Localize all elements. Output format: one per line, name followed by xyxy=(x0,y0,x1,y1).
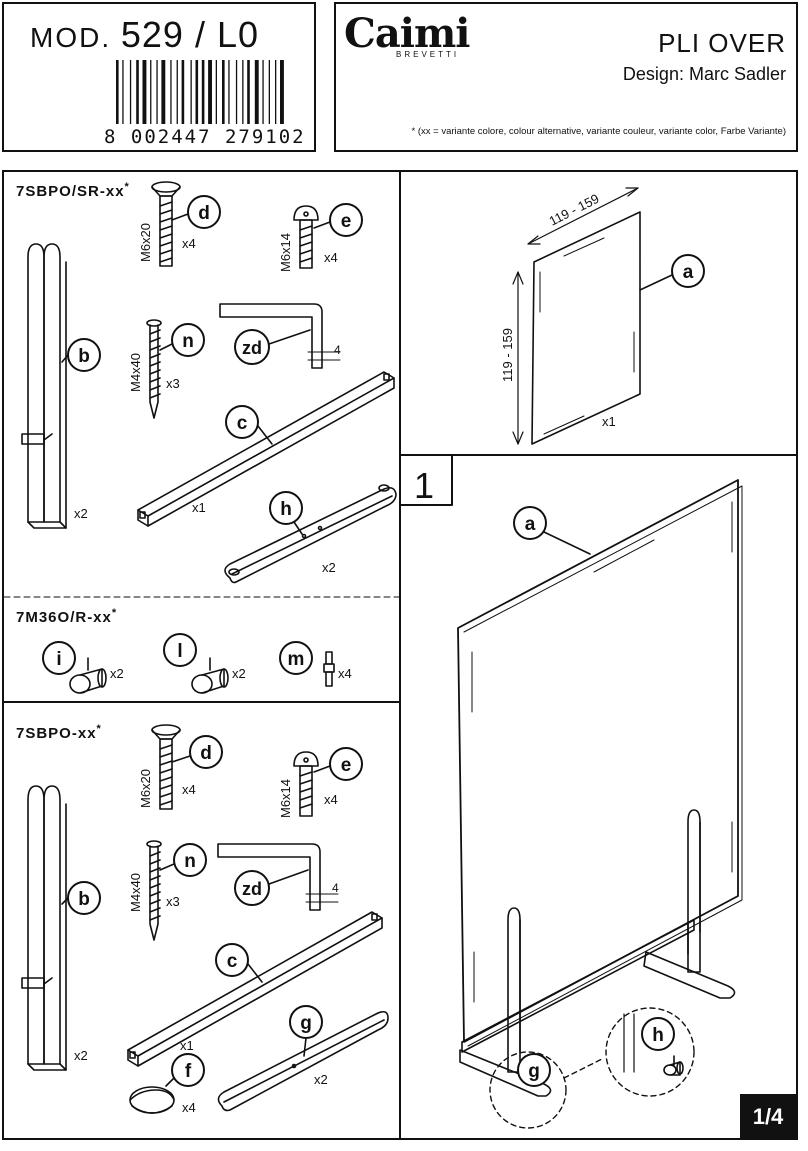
callout-c-top: c xyxy=(237,413,248,434)
qty-d-bottom: x4 xyxy=(182,782,196,797)
qty-i: x2 xyxy=(110,666,124,681)
detail-circle-h xyxy=(605,1007,695,1097)
callout-m: m xyxy=(288,649,305,670)
callout-g-assembly: g xyxy=(528,1061,540,1082)
screw-d-bottom xyxy=(151,724,181,810)
clamp-i xyxy=(69,657,107,694)
qty-a: x1 xyxy=(602,414,616,429)
callout-c-bottom: c xyxy=(227,951,238,972)
page-number: 1/4 xyxy=(753,1104,784,1129)
assembly-illustration: 7SBPO/SR-xx* 7M36O/R-xx* 7SBPO-xx* b x2 … xyxy=(4,172,796,1138)
qty-n-top: x3 xyxy=(166,376,180,391)
callout-a-assembly: a xyxy=(525,514,536,535)
qty-e-bottom: x4 xyxy=(324,792,338,807)
qty-n-bottom: x3 xyxy=(166,894,180,909)
variant-note: * (xx = variante colore, colour alternat… xyxy=(411,126,786,137)
hex-size-bottom: 4 xyxy=(332,881,339,895)
qty-d-top: x4 xyxy=(182,236,196,251)
dimension-height: 119 - 159 xyxy=(500,328,515,382)
upright-b-bottom xyxy=(21,785,67,1071)
qty-f: x4 xyxy=(182,1100,196,1115)
callout-h-top: h xyxy=(280,499,292,520)
callout-i: i xyxy=(56,649,61,670)
qty-m: x4 xyxy=(338,666,352,681)
qty-h-top: x2 xyxy=(322,560,336,575)
section-title-1: 7SBPO/SR-xx* xyxy=(16,181,130,200)
detail-circle-g xyxy=(489,1051,567,1129)
panel-a-part xyxy=(531,211,641,445)
model-code: MOD. 529 / L0 xyxy=(30,14,259,56)
assembled-screen xyxy=(457,479,743,1097)
qty-e-top: x4 xyxy=(324,250,338,265)
callout-d-bottom: d xyxy=(200,743,212,764)
hex-size-top: 4 xyxy=(334,343,341,357)
label-m6x14-bottom: M6x14 xyxy=(278,779,293,818)
barcode-digits: 8 002447 279102 xyxy=(104,126,306,148)
callout-l: l xyxy=(177,641,182,662)
screw-d-top xyxy=(151,181,181,267)
callout-b-top: b xyxy=(78,346,90,367)
rail-c-top xyxy=(137,371,395,527)
label-m4x40-top: M4x40 xyxy=(128,353,143,392)
callout-b-bottom: b xyxy=(78,889,90,910)
callout-n-top: n xyxy=(182,331,194,352)
qty-g: x2 xyxy=(314,1072,328,1087)
cap-f xyxy=(129,1086,175,1114)
brand-subtitle: BREVETTI xyxy=(396,50,460,59)
label-m6x20-bottom: M6x20 xyxy=(138,769,153,808)
qty-b-top: x2 xyxy=(74,506,88,521)
callout-h-assembly: h xyxy=(652,1025,664,1046)
instruction-panel: 7SBPO/SR-xx* 7M36O/R-xx* 7SBPO-xx* b x2 … xyxy=(2,170,798,1140)
callout-n-bottom: n xyxy=(184,851,196,872)
screw-n-bottom xyxy=(146,840,162,941)
callout-a-part: a xyxy=(683,262,694,283)
label-m4x40-bottom: M4x40 xyxy=(128,873,143,912)
qty-l: x2 xyxy=(232,666,246,681)
callout-e-bottom: e xyxy=(341,755,352,776)
barcode xyxy=(116,60,284,124)
hex-key-zd-top xyxy=(219,303,341,369)
page-number-tab xyxy=(740,1094,796,1138)
model-box: MOD. 529 / L0 8 002447 279102 xyxy=(2,2,316,152)
dimension-width: 119 - 159 xyxy=(547,191,602,229)
callout-zd-bottom: zd xyxy=(242,879,262,899)
qty-b-bottom: x2 xyxy=(74,1048,88,1063)
label-m6x14-top: M6x14 xyxy=(278,233,293,272)
callout-d-top: d xyxy=(198,203,210,224)
callout-zd-top: zd xyxy=(242,338,262,358)
model-prefix: MOD. xyxy=(30,22,112,53)
brand-logo: Caimi xyxy=(344,10,470,57)
brand-box: Caimi BREVETTI PLI OVER Design: Marc Sad… xyxy=(334,2,798,152)
model-number: 529 / L0 xyxy=(120,14,260,55)
designer-credit: Design: Marc Sadler xyxy=(622,64,786,84)
foot-h-top xyxy=(224,484,397,584)
label-m6x20-top: M6x20 xyxy=(138,223,153,262)
screw-e-bottom xyxy=(293,751,319,817)
product-name: PLI OVER xyxy=(658,28,786,58)
pin-m xyxy=(323,651,335,687)
step-number-box xyxy=(399,454,453,506)
base-g xyxy=(217,1010,389,1112)
section-title-3: 7SBPO-xx* xyxy=(16,723,102,742)
section-title-2: 7M36O/R-xx* xyxy=(16,607,117,626)
rail-c-bottom xyxy=(127,911,383,1067)
callout-g-bottom: g xyxy=(300,1013,312,1034)
hex-key-zd-bottom xyxy=(217,843,339,911)
detail-h-hardware xyxy=(623,1013,684,1076)
screw-e-top xyxy=(293,205,319,269)
screw-n-top xyxy=(146,319,162,419)
qty-c-bottom: x1 xyxy=(180,1038,194,1053)
upright-b-top xyxy=(21,243,67,529)
callout-e-top: e xyxy=(341,211,352,232)
qty-c-top: x1 xyxy=(192,500,206,515)
step-number: 1 xyxy=(414,465,434,506)
callout-f: f xyxy=(185,1061,192,1082)
clamp-l xyxy=(191,657,229,694)
